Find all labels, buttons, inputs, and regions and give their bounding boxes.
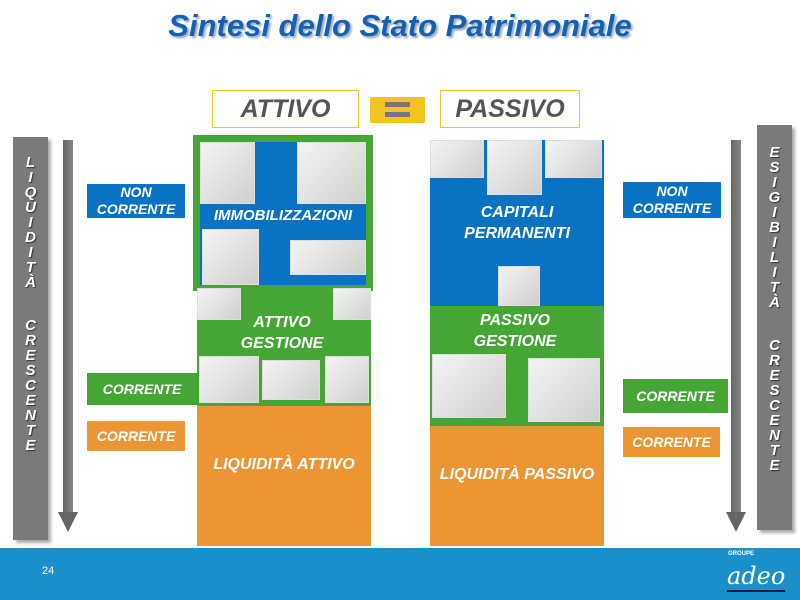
arrow-head — [58, 512, 78, 532]
bar-letter: G — [768, 189, 781, 206]
bar-letter: À — [25, 274, 36, 291]
bar-letter: S — [769, 159, 780, 176]
bar-letter: I — [772, 234, 777, 251]
corrente-label-left-green: CORRENTE — [87, 373, 197, 405]
bar-letter: E — [769, 457, 780, 474]
corrente-label-right-orange: CORRENTE — [623, 427, 720, 457]
bar-letter: N — [25, 407, 36, 424]
attivo-header: ATTIVO — [212, 90, 359, 128]
attivo-gestione-label: ATTIVO GESTIONE — [240, 314, 324, 352]
bar-letter — [28, 290, 32, 318]
worker-image — [297, 142, 366, 204]
passivo-gestione-label: PASSIVO GESTIONE — [473, 312, 557, 350]
bar-letter: I — [28, 169, 33, 186]
passivo-header: PASSIVO — [440, 90, 580, 128]
racks-image — [325, 356, 369, 403]
footer-bar — [0, 548, 800, 600]
bar-letter: I — [28, 244, 33, 261]
bar-letter: C — [769, 397, 780, 414]
bar-letter: L — [25, 154, 36, 171]
machine-image — [333, 288, 371, 320]
bar-letter: E — [769, 144, 780, 161]
adeo-logo: adeo — [727, 562, 786, 592]
bar-letter: I — [772, 204, 777, 221]
corrente-label-right-green: CORRENTE — [623, 379, 728, 413]
warehouse-image — [528, 358, 600, 422]
truck-image — [432, 354, 506, 418]
bar-letter: R — [25, 332, 36, 349]
bar-letter: N — [769, 427, 780, 444]
down-arrow-icon — [731, 140, 741, 515]
bar-letter: B — [769, 219, 780, 236]
bar-letter: E — [769, 367, 780, 384]
bar-letter: Q — [24, 184, 37, 201]
store-image — [199, 356, 259, 403]
bar-letter: T — [769, 442, 780, 459]
box-image — [197, 288, 241, 320]
bar-letter: E — [25, 347, 36, 364]
bar-letter: C — [25, 317, 36, 334]
bar-letter: I — [772, 174, 777, 191]
bar-letter: C — [25, 377, 36, 394]
bank-image — [498, 266, 540, 306]
bar-letter: C — [769, 337, 780, 354]
page-number: 24 — [42, 565, 55, 577]
non-corrente-label-right: NON CORRENTE — [623, 182, 721, 218]
bar-letter: D — [25, 229, 36, 246]
bar-letter: S — [769, 382, 780, 399]
bar-letter: U — [25, 199, 36, 216]
bar-letter: T — [25, 422, 36, 439]
bar-letter: I — [772, 264, 777, 281]
coins-image — [545, 140, 602, 178]
bar-letter: E — [769, 412, 780, 429]
bar-letter: T — [769, 279, 780, 296]
bar-letter — [772, 310, 776, 338]
liquidita-passivo-block: LIQUIDITÀ PASSIVO — [430, 426, 604, 546]
brands-image — [290, 240, 366, 275]
bar-letter: E — [25, 437, 36, 454]
shelving-image — [200, 142, 255, 204]
bar-letter: S — [25, 362, 36, 379]
bar-letter: T — [25, 259, 36, 276]
forklift-image — [202, 229, 259, 285]
money-image — [430, 140, 484, 178]
equals-icon — [370, 97, 425, 123]
slide-title: Sintesi dello Stato Patrimoniale — [168, 8, 632, 43]
non-corrente-label-left: NON CORRENTE — [87, 184, 185, 218]
arrow-head — [726, 512, 746, 532]
bar-letter: E — [25, 392, 36, 409]
down-arrow-icon — [63, 140, 73, 515]
liquidita-attivo-block: LIQUIDITÀ ATTIVO — [197, 406, 371, 546]
bar-letter: À — [769, 294, 780, 311]
capitali-permanenti-label: CAPITALI PERMANENTI — [464, 204, 570, 242]
person-image — [487, 140, 542, 195]
tools-image — [262, 360, 320, 400]
bar-letter: L — [769, 249, 780, 266]
corrente-label-left-orange: CORRENTE — [87, 421, 185, 451]
logo-groupe: GROUPE — [728, 551, 755, 557]
bar-letter: R — [769, 352, 780, 369]
immobilizzazioni-label: IMMOBILIZZAZIONI — [213, 207, 353, 224]
bar-letter: I — [28, 214, 33, 231]
